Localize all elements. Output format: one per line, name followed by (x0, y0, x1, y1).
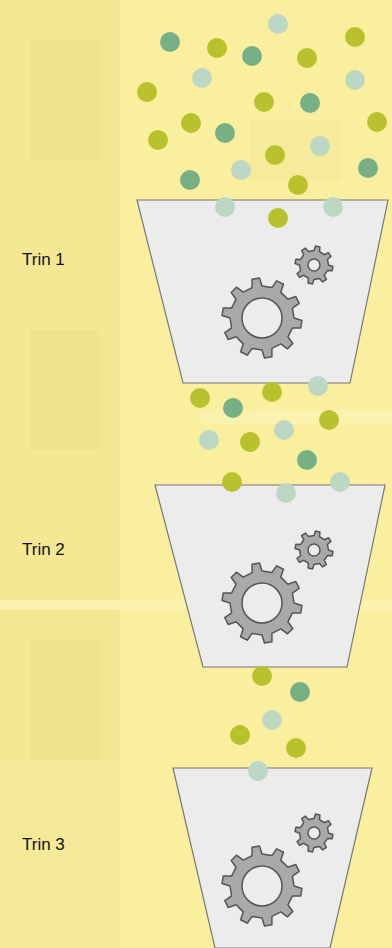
gear-teeth (222, 278, 302, 358)
process-funnel: Trin 2 (155, 485, 385, 667)
gear-teeth (295, 531, 333, 569)
funnel-outline (155, 485, 385, 667)
funnel-outline (173, 768, 372, 948)
gear-icon (295, 814, 333, 852)
step-label: Trin 3 (22, 835, 65, 855)
gear-icon (222, 563, 302, 643)
step-label: Trin 1 (22, 250, 65, 270)
gear-icon (295, 246, 333, 284)
funnel-outline (137, 200, 388, 383)
step-label: Trin 2 (22, 540, 65, 560)
gear-teeth (295, 246, 333, 284)
gear-hole (242, 583, 282, 623)
gear-teeth (295, 814, 333, 852)
funnel-shape (155, 485, 385, 667)
gear-teeth (222, 563, 302, 643)
gear-hole (308, 544, 320, 556)
process-funnel: Trin 3 (173, 768, 372, 948)
process-funnel: Trin 1 (137, 200, 388, 383)
gear-icon (222, 278, 302, 358)
gear-hole (308, 259, 320, 271)
gear-teeth (222, 846, 302, 926)
gear-hole (308, 827, 320, 839)
gear-hole (242, 866, 282, 906)
gear-icon (295, 531, 333, 569)
gear-hole (242, 298, 282, 338)
funnel-shape (173, 768, 372, 948)
particle-group (137, 14, 387, 781)
funnel-shape (137, 200, 388, 383)
gear-icon (222, 846, 302, 926)
